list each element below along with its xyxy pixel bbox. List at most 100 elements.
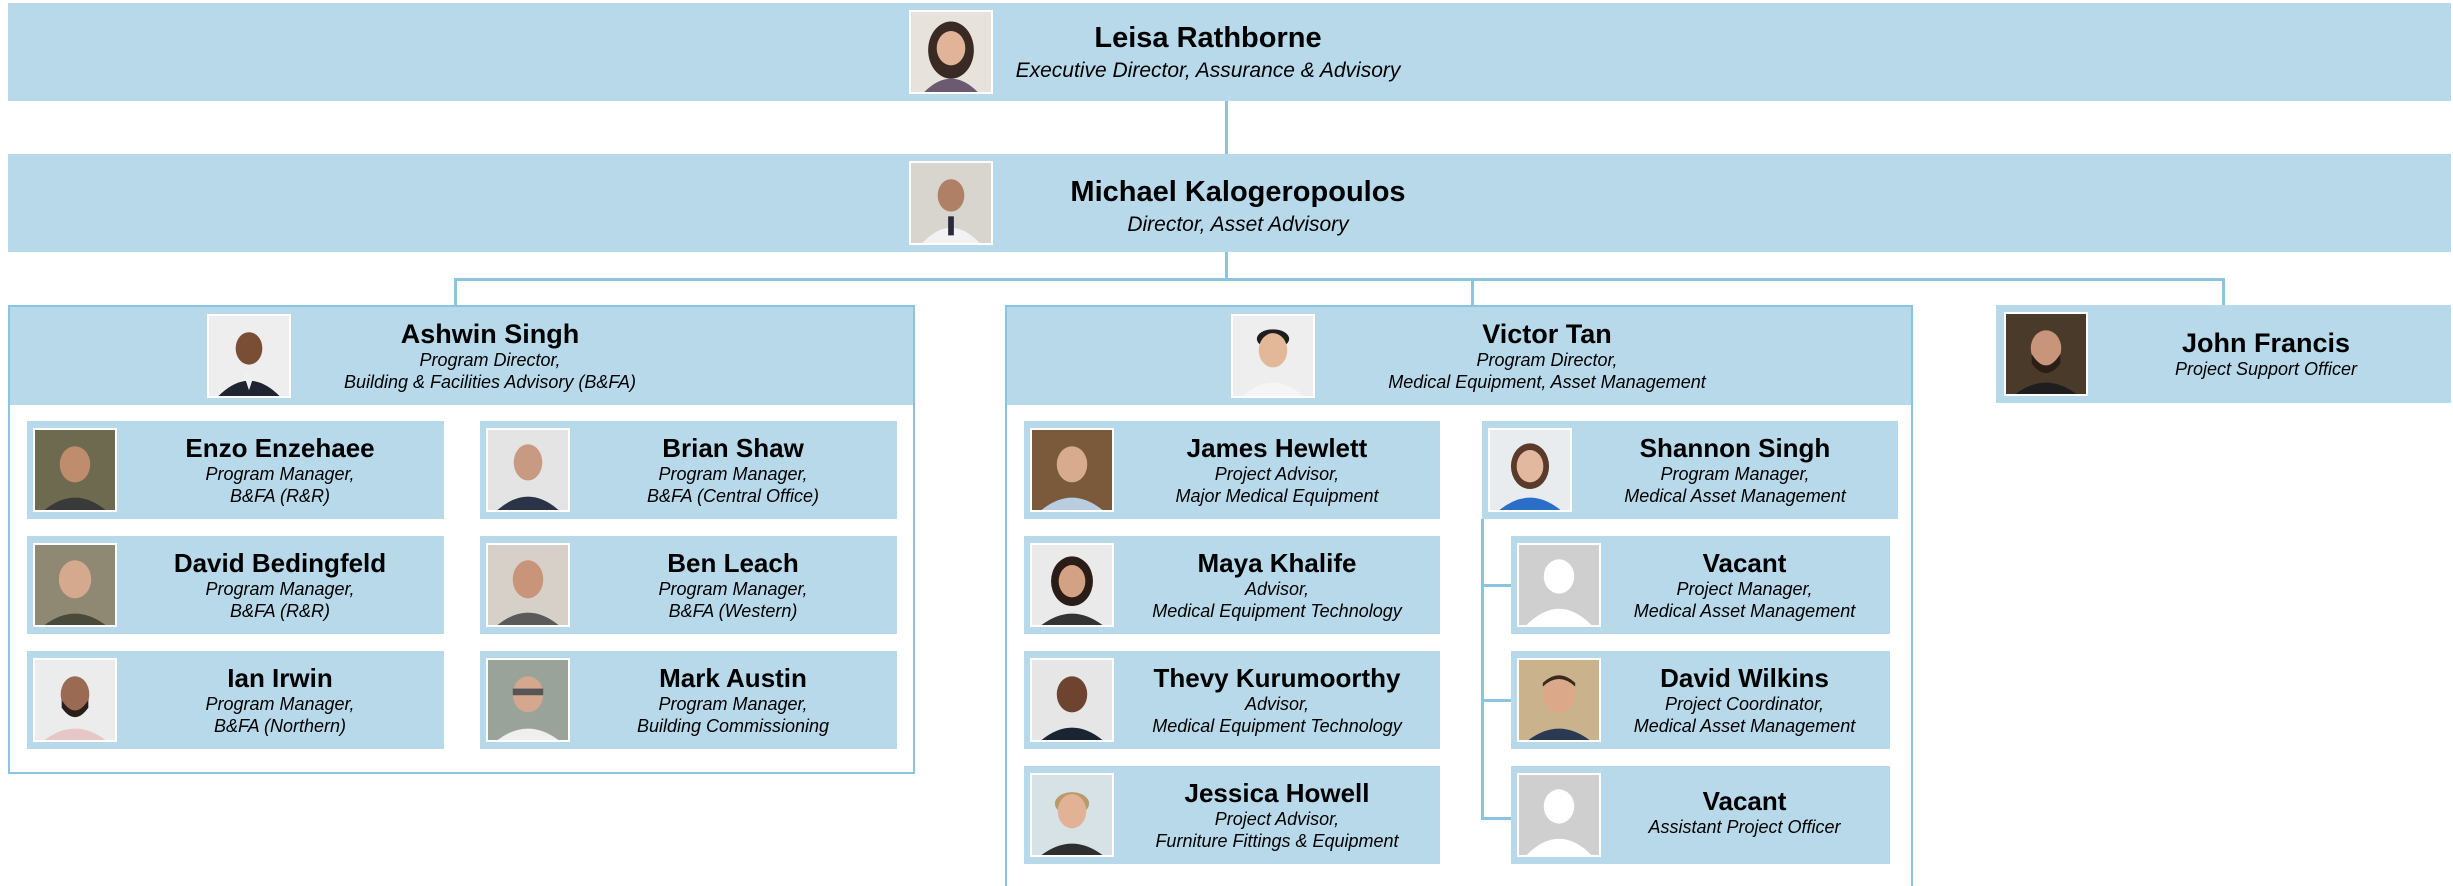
executive-title: Executive Director, Assurance & Advisory [1015, 58, 1401, 82]
connector-to-support [2222, 278, 2225, 305]
staff-title-line1: Program Manager, [658, 694, 808, 715]
director-title: Director, Asset Advisory [1127, 212, 1349, 236]
staff-avatar [33, 428, 117, 512]
staff-title-line1: Project Manager, [1676, 579, 1813, 600]
executive-box: Leisa Rathborne Executive Director, Assu… [8, 3, 2451, 101]
staff-avatar [486, 428, 570, 512]
staff-card: David Wilkins Project Coordinator, Medic… [1511, 651, 1890, 749]
staff-name: Maya Khalife [1197, 548, 1357, 578]
staff-avatar [1030, 428, 1114, 512]
staff-name: Brian Shaw [662, 433, 804, 463]
staff-card: Mark Austin Program Manager, Building Co… [480, 651, 897, 749]
staff-card: Enzo Enzehaee Program Manager, B&FA (R&R… [27, 421, 444, 519]
bfa-lead-avatar [207, 314, 291, 398]
staff-name: Vacant [1702, 786, 1787, 816]
staff-avatar [486, 658, 570, 742]
staff-avatar [1030, 773, 1114, 857]
connector-asset-team-vertical [1481, 519, 1484, 820]
staff-title-line1: Program Manager, [205, 464, 355, 485]
executive-name: Leisa Rathborne [1094, 22, 1322, 54]
staff-name: Enzo Enzehaee [185, 433, 375, 463]
director-avatar [909, 161, 993, 245]
support-name: John Francis [2181, 328, 2351, 358]
staff-title-line2: Medical Equipment Technology [1152, 600, 1402, 621]
staff-title-line2: B&FA (Western) [668, 600, 798, 621]
medical-lead-header: Victor Tan Program Director, Medical Equ… [1007, 307, 1911, 405]
staff-title-line1: Program Manager, [658, 579, 808, 600]
staff-name: Ian Irwin [227, 663, 333, 693]
staff-title-line2: Medical Equipment Technology [1152, 715, 1402, 736]
staff-name: Jessica Howell [1184, 778, 1370, 808]
staff-name: Shannon Singh [1639, 433, 1831, 463]
staff-card: James Hewlett Project Advisor, Major Med… [1024, 421, 1440, 519]
support-title: Project Support Officer [2174, 359, 2358, 380]
staff-card: David Bedingfeld Program Manager, B&FA (… [27, 536, 444, 634]
staff-avatar [1030, 543, 1114, 627]
staff-avatar [1030, 658, 1114, 742]
bfa-lead-header: Ashwin Singh Program Director, Building … [10, 307, 913, 405]
bfa-lead-name: Ashwin Singh [400, 319, 580, 349]
bfa-program-group: Ashwin Singh Program Director, Building … [8, 305, 915, 774]
director-name: Michael Kalogeropoulos [1070, 176, 1406, 208]
staff-avatar [33, 658, 117, 742]
staff-avatar [486, 543, 570, 627]
connector-director-down [1225, 251, 1228, 279]
staff-card: Shannon Singh Program Manager, Medical A… [1482, 421, 1898, 519]
staff-avatar [33, 543, 117, 627]
staff-title-line1: Program Manager, [205, 694, 355, 715]
staff-title-line1: Project Advisor, [1214, 809, 1340, 830]
bfa-lead-title-line1: Program Director, [419, 350, 561, 371]
staff-name: James Hewlett [1186, 433, 1368, 463]
staff-avatar [1488, 428, 1572, 512]
staff-avatar [1517, 658, 1601, 742]
staff-title-line2: Major Medical Equipment [1175, 485, 1379, 506]
staff-title-line1: Program Manager, [1660, 464, 1810, 485]
connector-to-bfa [454, 278, 457, 305]
vacant-avatar-icon [1517, 773, 1601, 857]
connector-exec-to-director [1225, 100, 1228, 154]
staff-title-line1: Advisor, [1244, 579, 1310, 600]
staff-card: Ian Irwin Program Manager, B&FA (Norther… [27, 651, 444, 749]
staff-card: Brian Shaw Program Manager, B&FA (Centra… [480, 421, 897, 519]
staff-title-line2: Medical Asset Management [1633, 715, 1856, 736]
staff-name: Vacant [1702, 548, 1787, 578]
connector-to-medical [1471, 278, 1474, 305]
staff-title-line2: B&FA (Northern) [213, 715, 347, 736]
staff-title-line1: Program Manager, [658, 464, 808, 485]
connector-asset-team-branch [1481, 584, 1511, 587]
staff-title-line2: Furniture Fittings & Equipment [1155, 830, 1399, 851]
staff-title-line2: B&FA (R&R) [229, 485, 330, 506]
staff-card: Maya Khalife Advisor, Medical Equipment … [1024, 536, 1440, 634]
medical-lead-title-line1: Program Director, [1476, 350, 1618, 371]
staff-title-line2: Medical Asset Management [1624, 485, 1846, 506]
staff-title-line2: Building Commissioning [636, 715, 830, 736]
staff-title-line1: Advisor, [1244, 694, 1310, 715]
staff-card: Vacant Assistant Project Officer [1511, 766, 1890, 864]
staff-title-line1: Assistant Project Officer [1648, 817, 1841, 838]
staff-name: Thevy Kurumoorthy [1153, 663, 1401, 693]
staff-title-line2: B&FA (Central Office) [646, 485, 820, 506]
staff-card: Vacant Project Manager, Medical Asset Ma… [1511, 536, 1890, 634]
staff-card: Thevy Kurumoorthy Advisor, Medical Equip… [1024, 651, 1440, 749]
bfa-lead-title-line2: Building & Facilities Advisory (B&FA) [343, 371, 637, 392]
medical-lead-title-line2: Medical Equipment, Asset Management [1388, 371, 1706, 392]
staff-name: Mark Austin [659, 663, 807, 693]
support-box: John Francis Project Support Officer [1996, 305, 2451, 403]
staff-card: Jessica Howell Project Advisor, Furnitur… [1024, 766, 1440, 864]
executive-avatar [909, 10, 993, 94]
connector-asset-team-branch [1481, 817, 1511, 820]
staff-title-line2: B&FA (R&R) [229, 600, 330, 621]
staff-name: Ben Leach [667, 548, 799, 578]
connector-horizontal-bus [454, 278, 2225, 281]
staff-name: David Wilkins [1660, 663, 1829, 693]
medical-lead-name: Victor Tan [1482, 319, 1612, 349]
support-avatar [2004, 312, 2088, 396]
staff-title-line1: Program Manager, [205, 579, 355, 600]
staff-title-line2: Medical Asset Management [1633, 600, 1856, 621]
staff-title-line1: Project Coordinator, [1664, 694, 1825, 715]
vacant-avatar-icon [1517, 543, 1601, 627]
staff-name: David Bedingfeld [173, 548, 387, 578]
medical-lead-avatar [1231, 314, 1315, 398]
connector-asset-team-branch [1481, 699, 1511, 702]
medical-program-group: Victor Tan Program Director, Medical Equ… [1005, 305, 1913, 886]
